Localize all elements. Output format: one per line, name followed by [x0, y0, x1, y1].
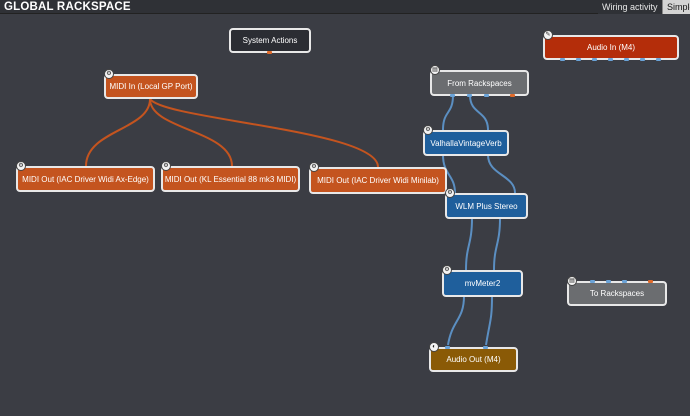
audio-wire-6[interactable] — [493, 217, 501, 271]
to-rackspaces-midi-pin[interactable] — [648, 280, 653, 283]
audio-in-output-pin[interactable] — [560, 58, 565, 61]
audio-in-output-pin[interactable] — [576, 58, 581, 61]
from-rackspaces-output-pin[interactable] — [484, 94, 489, 97]
from-rackspaces-output-pin[interactable] — [450, 94, 455, 97]
top-bar: GLOBAL RACKSPACE Wiring activity Simple — [0, 0, 690, 14]
audio-in-output-pin[interactable] — [592, 58, 597, 61]
from-rackspaces-block[interactable]: From Rackspaces — [430, 70, 529, 96]
to-rackspaces-label: To Rackspaces — [589, 289, 645, 298]
from-rackspaces-label: From Rackspaces — [447, 78, 512, 88]
midi-out-widi-minilab-block[interactable]: MIDI Out (IAC Driver Widi Minilab) — [309, 167, 447, 194]
speaker-icon[interactable]: ◐ — [429, 342, 439, 352]
gear-icon[interactable]: ⚙ — [16, 161, 26, 171]
to-rackspaces-block[interactable]: To Rackspaces — [567, 281, 667, 306]
rackspace-icon[interactable]: ▤ — [567, 276, 577, 286]
mvmeter-label: mvMeter2 — [464, 279, 501, 288]
audio-wire-5[interactable] — [465, 217, 473, 271]
midi-out-1-label: MIDI Out (IAC Driver Widi Ax-Edge) — [22, 174, 149, 184]
midi-in-block[interactable]: MIDI In (Local GP Port) — [104, 74, 198, 99]
system-actions-block[interactable]: System Actions — [229, 28, 311, 53]
audio-in-label: Audio In (M4) — [586, 43, 636, 52]
wlm-label: WLM Plus Stereo — [455, 201, 518, 211]
valhalla-vintage-verb-block[interactable]: ValhallaVintageVerb — [423, 130, 509, 156]
audio-out-label: Audio Out (M4) — [446, 355, 501, 364]
midi-wire-1[interactable] — [85, 98, 151, 167]
audio-in-output-pin[interactable] — [608, 58, 613, 61]
midi-wire-2[interactable] — [149, 98, 233, 167]
tab-simple[interactable]: Simple — [662, 0, 690, 14]
audio-in-output-pin[interactable] — [624, 58, 629, 61]
audio-out-block[interactable]: Audio Out (M4) — [429, 347, 518, 372]
from-rackspaces-output-pin[interactable] — [467, 94, 472, 97]
audio-out-input-pin[interactable] — [483, 346, 488, 349]
midi-out-3-label: MIDI Out (IAC Driver Widi Minilab) — [317, 176, 439, 185]
midi-out-kl-essential-block[interactable]: MIDI Out (KL Essential 88 mk3 MIDI) — [161, 166, 300, 192]
to-rackspaces-input-pin[interactable] — [622, 280, 627, 283]
audio-wire-8[interactable] — [485, 295, 493, 346]
to-rackspaces-input-pin[interactable] — [606, 280, 611, 283]
audio-in-output-pin[interactable] — [656, 58, 661, 61]
audio-wire-2[interactable] — [469, 94, 489, 131]
to-rackspaces-input-pin[interactable] — [590, 280, 595, 283]
from-rackspaces-midi-pin[interactable] — [510, 94, 515, 97]
audio-in-block[interactable]: Audio In (M4) — [543, 35, 679, 60]
midi-wire-3[interactable] — [149, 98, 379, 168]
rackspace-icon[interactable]: ▤ — [430, 65, 440, 75]
mvmeter2-block[interactable]: mvMeter2 — [442, 270, 523, 297]
gear-icon[interactable]: ⚙ — [104, 69, 114, 79]
gear-icon[interactable]: ⚙ — [309, 162, 319, 172]
gear-icon[interactable]: ⚙ — [161, 161, 171, 171]
system-actions-output-pin[interactable] — [267, 51, 272, 54]
audio-wire-4[interactable] — [487, 154, 516, 194]
gear-icon[interactable]: ⚙ — [423, 125, 433, 135]
wlm-plus-stereo-block[interactable]: WLM Plus Stereo — [445, 193, 528, 219]
pencil-icon[interactable]: ✎ — [543, 30, 553, 40]
valhalla-label: ValhallaVintageVerb — [430, 138, 502, 148]
audio-out-input-pin[interactable] — [445, 346, 450, 349]
system-actions-label: System Actions — [242, 36, 298, 45]
midi-in-label: MIDI In (Local GP Port) — [109, 82, 193, 91]
midi-out-widi-ax-edge-block[interactable]: MIDI Out (IAC Driver Widi Ax-Edge) — [16, 166, 155, 192]
audio-in-output-pin[interactable] — [640, 58, 645, 61]
midi-out-2-label: MIDI Out (KL Essential 88 mk3 MIDI) — [164, 174, 297, 184]
audio-wire-7[interactable] — [447, 295, 465, 346]
page-title: GLOBAL RACKSPACE — [4, 1, 131, 13]
tab-wiring-activity[interactable]: Wiring activity — [598, 0, 662, 14]
gear-icon[interactable]: ⚙ — [442, 265, 452, 275]
gear-icon[interactable]: ⚙ — [445, 188, 455, 198]
audio-wire-1[interactable] — [442, 94, 454, 131]
